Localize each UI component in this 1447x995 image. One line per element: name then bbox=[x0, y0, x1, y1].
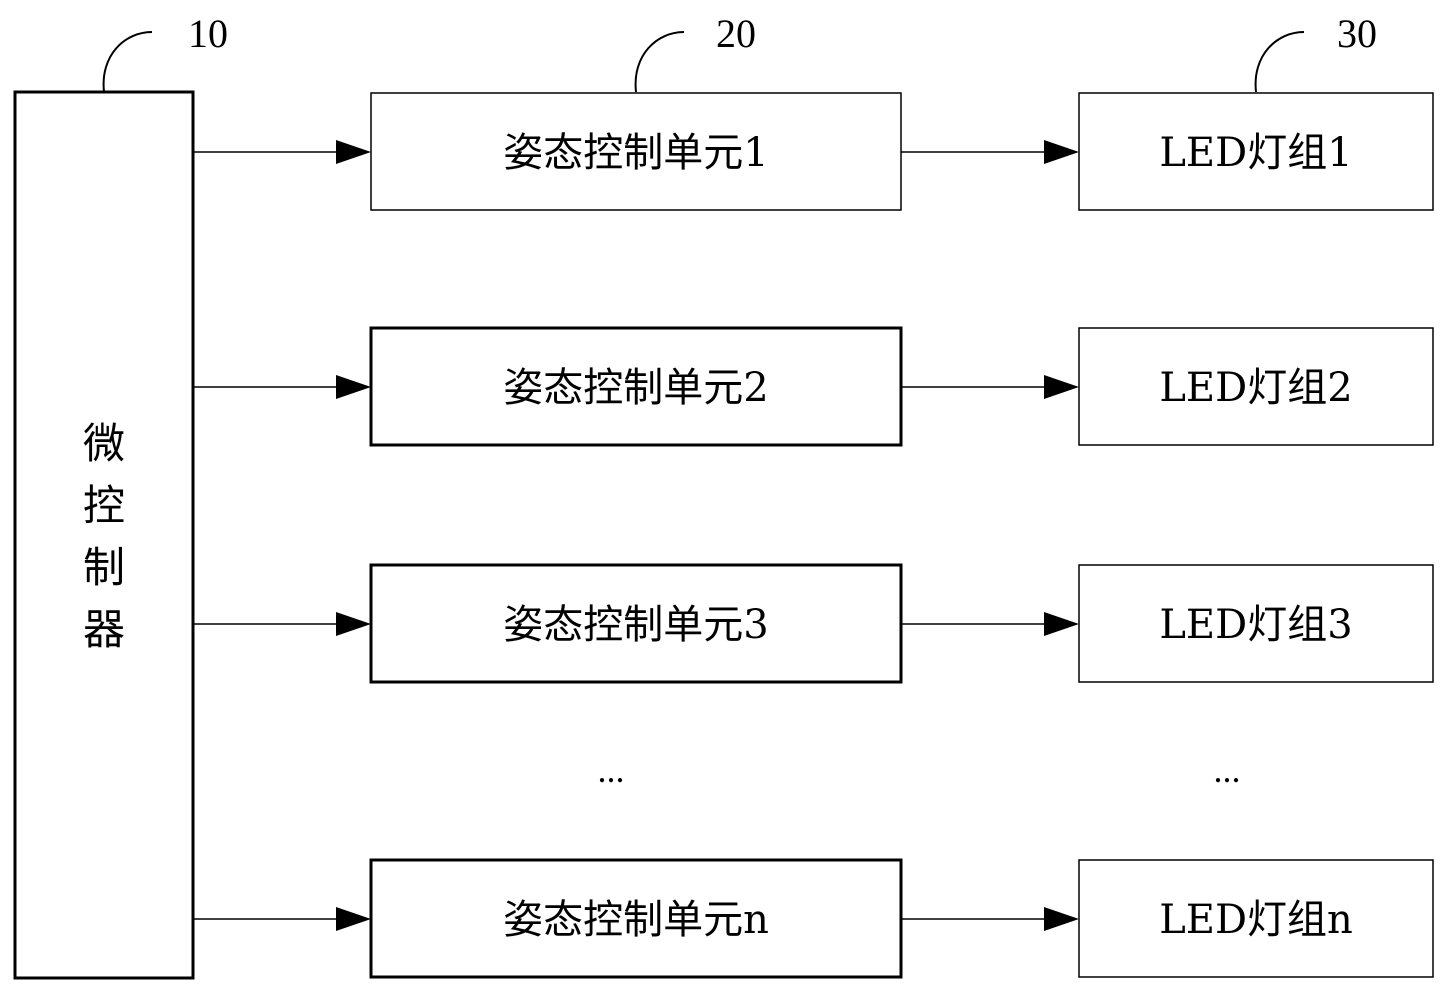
attitude-unit-1-label: 姿态控制单元1 bbox=[503, 130, 768, 176]
mc-to-unit-1-arrowhead bbox=[336, 140, 371, 164]
ref-10-label: 10 bbox=[188, 11, 228, 56]
unit-1-to-led-1-arrowhead bbox=[1044, 140, 1079, 164]
attitude-unit-3-label: 姿态控制单元3 bbox=[503, 602, 768, 648]
attitude-unit-2-label: 姿态控制单元2 bbox=[503, 365, 768, 411]
unit-2-to-led-2-arrowhead bbox=[1044, 375, 1079, 399]
ref-20-leader bbox=[636, 32, 684, 92]
ref-30-label: 30 bbox=[1337, 11, 1377, 56]
ref-30-leader bbox=[1256, 32, 1304, 92]
units-ellipsis: ... bbox=[598, 750, 625, 790]
led-group-1-label: LED灯组1 bbox=[1159, 130, 1352, 176]
mc-to-unit-3-arrowhead bbox=[336, 612, 371, 636]
microcontroller-char-1: 微 bbox=[83, 419, 125, 468]
led-group-2-label: LED灯组2 bbox=[1159, 365, 1352, 411]
attitude-unit-n-label: 姿态控制单元n bbox=[503, 897, 769, 943]
leds-ellipsis: ... bbox=[1214, 750, 1241, 790]
microcontroller-box bbox=[15, 92, 193, 978]
unit-n-to-led-n-arrowhead bbox=[1044, 907, 1079, 931]
led-group-3-label: LED灯组3 bbox=[1159, 602, 1352, 648]
unit-3-to-led-3-arrowhead bbox=[1044, 612, 1079, 636]
mc-to-unit-n-arrowhead bbox=[336, 907, 371, 931]
microcontroller-char-3: 制 bbox=[83, 543, 125, 592]
microcontroller-char-4: 器 bbox=[83, 605, 125, 654]
ref-20-label: 20 bbox=[716, 11, 756, 56]
ref-10-leader bbox=[104, 32, 152, 92]
mc-to-unit-2-arrowhead bbox=[336, 375, 371, 399]
microcontroller-char-2: 控 bbox=[83, 481, 125, 530]
led-group-n-label: LED灯组n bbox=[1159, 897, 1353, 943]
